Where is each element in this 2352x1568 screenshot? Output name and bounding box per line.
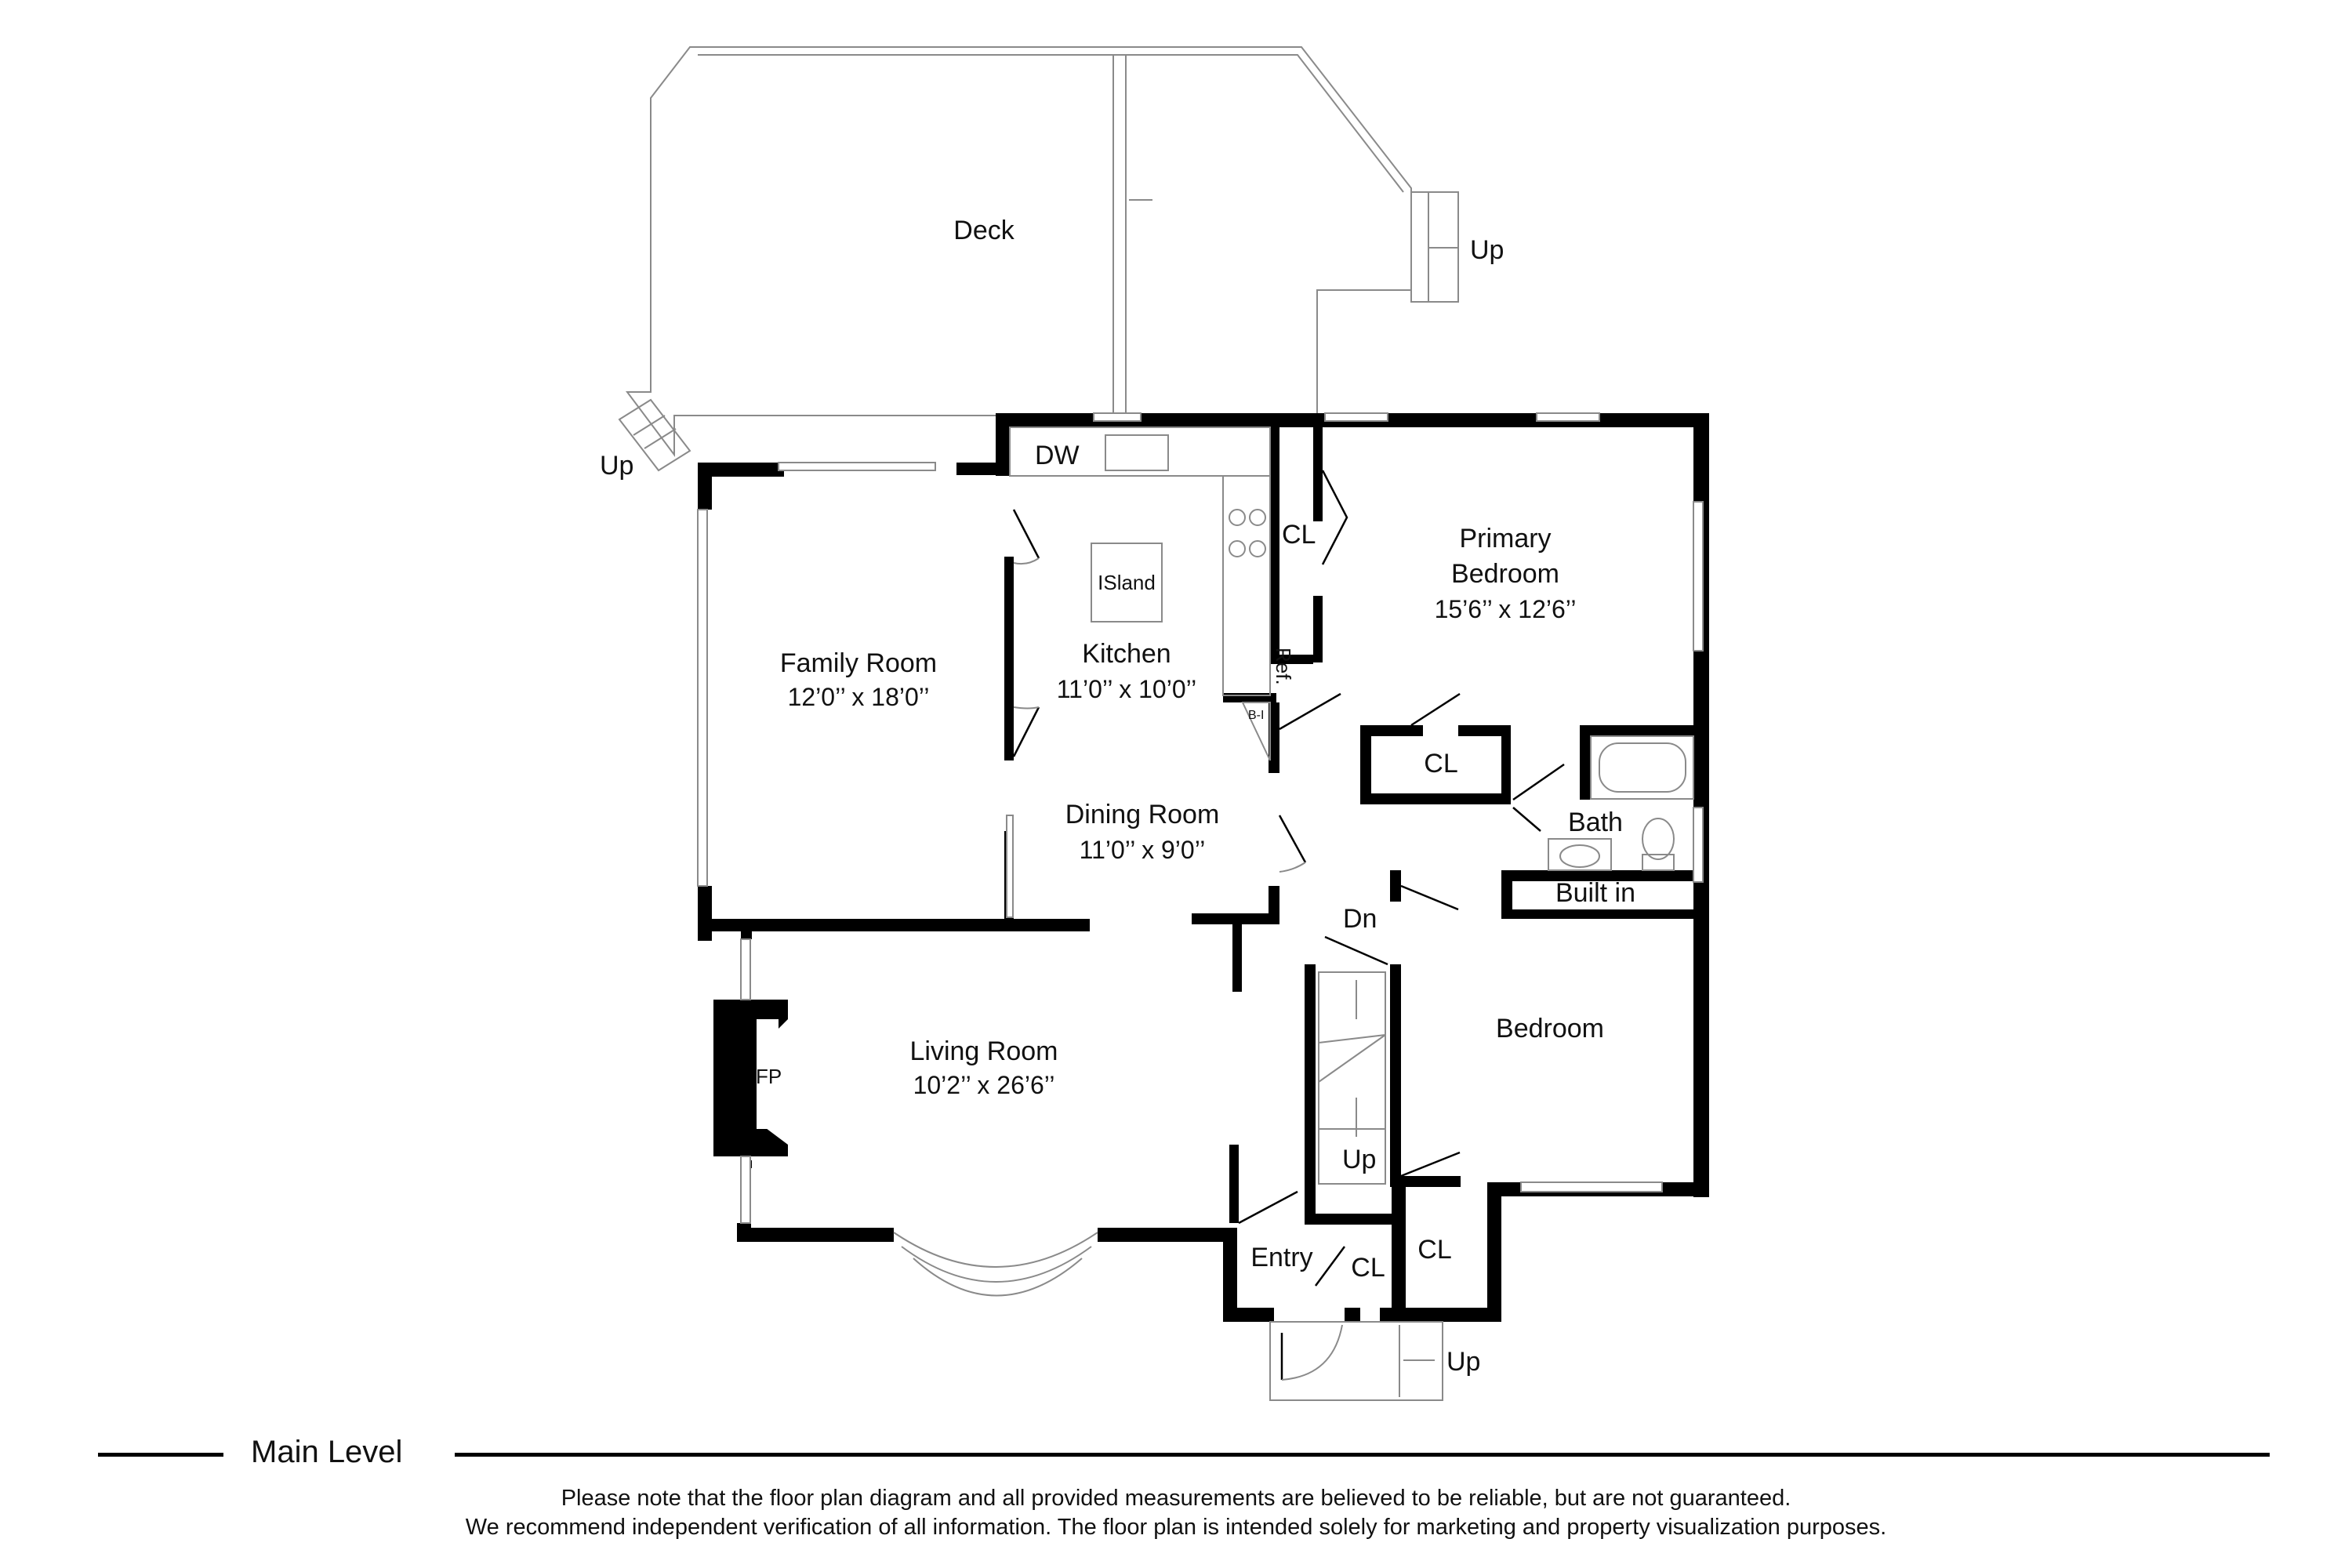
family-room-dims: 12’0’’ x 18’0’’ — [788, 683, 930, 711]
built-in-appliance-label: B-I — [1248, 709, 1264, 722]
interior-stairs — [1318, 971, 1386, 1185]
dining-room-label: Dining Room — [1065, 800, 1220, 829]
doors — [1012, 470, 1565, 1381]
primary-bedroom-dims: 15’6’’ x 12’6’’ — [1435, 595, 1577, 623]
kitchen-fixtures — [1009, 426, 1271, 761]
bath-label: Bath — [1568, 808, 1623, 837]
footer-rule-left — [98, 1453, 223, 1457]
living-room-dims: 10’2’’ x 26’6’’ — [913, 1071, 1055, 1099]
island-label: ISland — [1098, 571, 1156, 594]
living-room-label: Living Room — [910, 1036, 1058, 1066]
stairs-up-label-interior: Up — [1342, 1145, 1376, 1174]
kitchen-dims: 11’0’’ x 10’0’’ — [1057, 675, 1197, 703]
closet-label-primary: CL — [1282, 520, 1316, 550]
dishwasher-label: DW — [1035, 441, 1080, 470]
deck-label: Deck — [953, 216, 1014, 245]
closet-label-bedroom: CL — [1417, 1235, 1451, 1265]
disclaimer-line-1: Please note that the floor plan diagram … — [561, 1486, 1791, 1511]
interior-walls — [1004, 427, 1693, 1225]
disclaimer-line-2: We recommend independent verification of… — [465, 1515, 1887, 1540]
level-title: Main Level — [251, 1435, 403, 1469]
stairs-up-label-deck-left: Up — [600, 451, 633, 481]
fireplace — [713, 1000, 788, 1156]
stairs-down-label: Dn — [1343, 904, 1377, 934]
fireplace-label: FP — [756, 1065, 782, 1088]
entry-label: Entry — [1250, 1243, 1312, 1272]
stairs-up-label-deck-right: Up — [1470, 235, 1504, 265]
primary-bedroom-label-line2: Bedroom — [1451, 559, 1559, 589]
family-room-label: Family Room — [780, 648, 937, 678]
closet-label-hall: CL — [1424, 749, 1457, 779]
stairs-up-label-entry: Up — [1446, 1347, 1480, 1377]
deck-stairs-left — [618, 398, 691, 472]
footer-rule-right — [455, 1453, 2270, 1457]
closet-label-entry: CL — [1351, 1253, 1385, 1283]
entry-stoop — [1269, 1321, 1443, 1401]
dining-room-dims: 11’0’’ x 9’0’’ — [1080, 836, 1206, 864]
windows — [697, 412, 1704, 1297]
bedroom-label: Bedroom — [1496, 1014, 1604, 1044]
kitchen-label: Kitchen — [1082, 639, 1171, 669]
bath-fixtures — [1548, 735, 1694, 871]
refrigerator-label: Ref. — [1272, 648, 1295, 685]
built-in-label: Built in — [1555, 878, 1635, 908]
primary-bedroom-label-line1: Primary — [1459, 524, 1551, 554]
deck-outline — [626, 46, 1459, 457]
